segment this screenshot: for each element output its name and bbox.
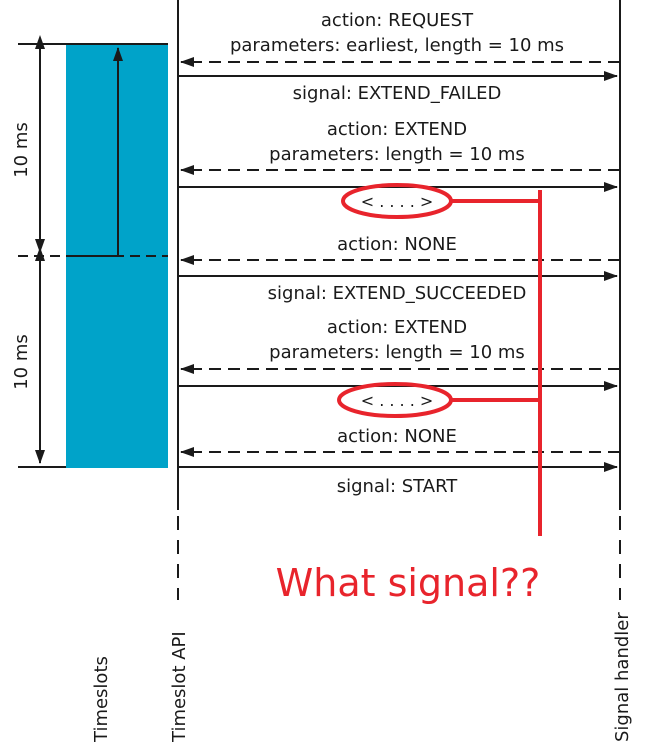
msg-none1: action: NONE <box>337 234 457 255</box>
msg-extend-succeeded: signal: EXTEND_SUCCEEDED <box>268 283 527 304</box>
lane-label-signal-handler: Signal handler <box>612 612 633 742</box>
msg-none2: action: NONE <box>337 426 457 447</box>
msg-extend-failed: signal: EXTEND_FAILED <box>293 83 502 104</box>
duration-label-2: 10 ms <box>11 334 32 390</box>
msg-unknown1: < . . . . > <box>361 192 434 211</box>
msg-start: signal: START <box>337 476 459 497</box>
msg-extend1-line2: parameters: length = 10 ms <box>269 144 525 165</box>
lane-label-timeslot-api: Timeslot API <box>169 631 190 743</box>
msg-unknown2: < . . . . > <box>361 391 434 410</box>
annotation-question: What signal?? <box>276 561 541 605</box>
msg-extend2-line2: parameters: length = 10 ms <box>269 342 525 363</box>
extend-up-arrow <box>66 47 123 257</box>
msg-extend2-line1: action: EXTEND <box>327 317 467 338</box>
lane-label-timeslots: Timeslots <box>91 656 112 743</box>
msg-request-line2: parameters: earliest, length = 10 ms <box>230 35 564 56</box>
timeslot-block-2 <box>66 256 168 468</box>
msg-request-line1: action: REQUEST <box>321 10 474 31</box>
duration-label-1: 10 ms <box>11 122 32 178</box>
msg-extend1-line1: action: EXTEND <box>327 119 467 140</box>
